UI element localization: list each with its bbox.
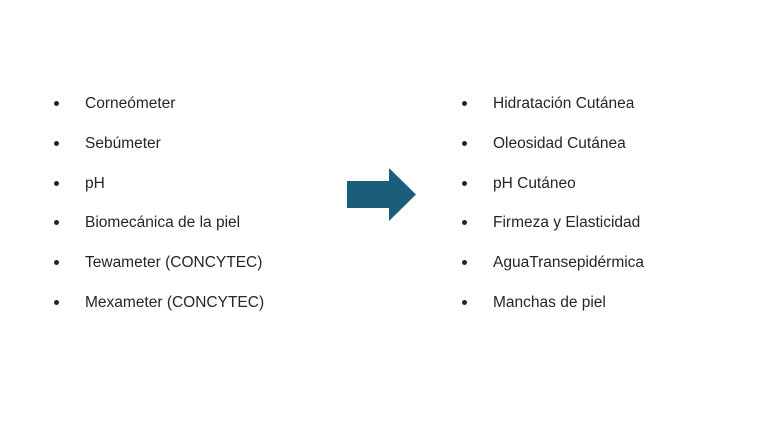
measurement-list: Hidratación Cutánea Oleosidad Cutánea pH… bbox=[462, 92, 645, 331]
bullet-icon bbox=[462, 260, 467, 266]
list-item: Hidratación Cutánea bbox=[462, 92, 644, 132]
bullet-icon bbox=[54, 101, 59, 106]
list-item: Oleosidad Cutánea bbox=[462, 132, 644, 172]
list-item: pH Cutáneo bbox=[462, 172, 644, 212]
list-item: Tewameter (CONCYTEC) bbox=[54, 251, 264, 291]
bullet-icon bbox=[462, 101, 467, 106]
list-item: Mexameter (CONCYTEC) bbox=[54, 291, 265, 331]
item-label: Corneómeter bbox=[85, 95, 176, 112]
item-label: Firmeza y Elasticidad bbox=[493, 214, 641, 232]
item-label: AguaTransepidérmica bbox=[493, 254, 645, 272]
list-item: Firmeza y Elasticidad bbox=[462, 211, 644, 251]
right-arrow-icon bbox=[347, 168, 416, 221]
bullet-icon bbox=[54, 299, 59, 305]
item-label: Oleosidad Cutánea bbox=[493, 134, 626, 152]
list-item: Sebúmeter bbox=[54, 132, 264, 172]
item-label: Tewameter (CONCYTEC) bbox=[85, 254, 263, 272]
bullet-icon bbox=[462, 140, 467, 146]
bullet-icon bbox=[54, 140, 59, 146]
bullet-icon bbox=[462, 299, 467, 305]
list-item: pH bbox=[54, 172, 264, 212]
item-label: Biomecánica de la piel bbox=[85, 214, 241, 232]
bullet-icon bbox=[54, 220, 59, 226]
item-label: pH Cutáneo bbox=[493, 174, 576, 192]
item-label: Hidratación Cutánea bbox=[493, 95, 635, 112]
item-label: pH bbox=[85, 174, 105, 192]
item-label: Sebúmeter bbox=[85, 134, 161, 152]
item-label: Manchas de piel bbox=[493, 293, 606, 311]
bullet-icon bbox=[54, 260, 59, 266]
list-item: Corneómeter bbox=[54, 92, 264, 132]
bullet-icon bbox=[462, 180, 467, 186]
bullet-icon bbox=[54, 180, 59, 186]
list-item: Manchas de piel bbox=[462, 291, 644, 331]
instrument-list: Corneómeter Sebúmeter pH Biomecánica de … bbox=[54, 92, 265, 331]
list-item: Biomecánica de la piel bbox=[54, 211, 264, 251]
bullet-icon bbox=[462, 220, 467, 226]
list-item: AguaTransepidérmica bbox=[462, 251, 645, 291]
item-label: Mexameter (CONCYTEC) bbox=[85, 293, 265, 311]
